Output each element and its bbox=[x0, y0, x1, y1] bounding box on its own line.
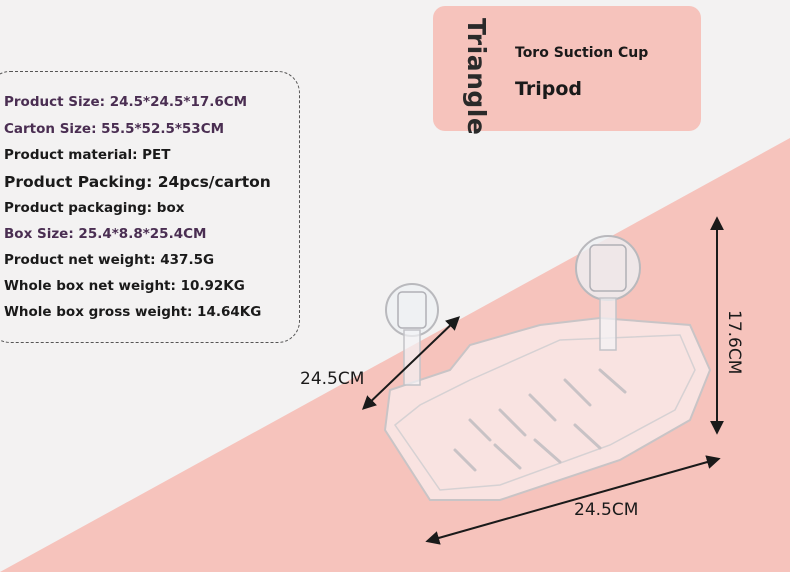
dimension-arrow-left bbox=[361, 316, 461, 410]
suction-cup-right bbox=[575, 235, 641, 351]
spec-box-net-weight: Whole box net weight: 10.92KG bbox=[4, 278, 245, 294]
badge-vertical-label: Triangle bbox=[462, 18, 491, 136]
badge-line-2: Tripod bbox=[515, 78, 583, 100]
spec-product-size: Product Size: 24.5*24.5*17.6CM bbox=[4, 94, 248, 110]
title-badge bbox=[433, 6, 701, 131]
spec-panel: Product Size: 24.5*24.5*17.6CM Carton Si… bbox=[0, 71, 300, 343]
dimension-label-height: 17.6CM bbox=[724, 310, 744, 375]
spec-box-gross-weight: Whole box gross weight: 14.64KG bbox=[4, 304, 262, 320]
badge-line-1: Toro Suction Cup bbox=[515, 45, 649, 61]
dimension-label-left: 24.5CM bbox=[300, 369, 365, 389]
corner-shelf bbox=[383, 235, 712, 501]
spec-net-weight: Product net weight: 437.5G bbox=[4, 252, 215, 268]
spec-material: Product material: PET bbox=[4, 147, 171, 163]
spec-box-size: Box Size: 25.4*8.8*25.4CM bbox=[4, 226, 207, 242]
spec-carton-size: Carton Size: 55.5*52.5*53CM bbox=[4, 121, 225, 137]
suction-cup-left bbox=[385, 283, 439, 386]
dimension-label-bottom: 24.5CM bbox=[574, 500, 639, 520]
spec-packing: Product Packing: 24pcs/carton bbox=[4, 173, 271, 191]
dimension-arrow-bottom bbox=[425, 455, 721, 545]
spec-packaging: Product packaging: box bbox=[4, 200, 185, 216]
